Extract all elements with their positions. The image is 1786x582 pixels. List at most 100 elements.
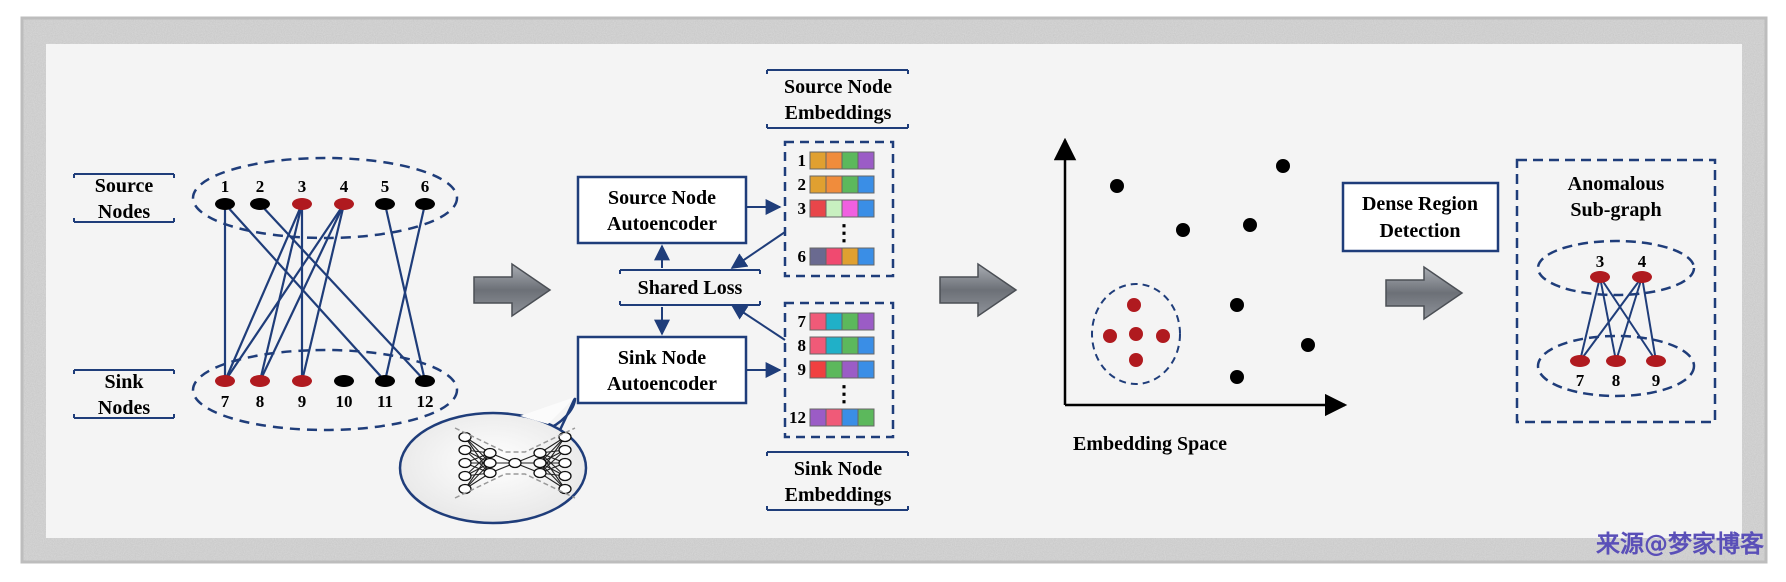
network-neuron — [458, 457, 472, 469]
graph-edge — [300, 203, 346, 382]
embedding-row: 12 — [789, 408, 875, 427]
graph-node — [415, 198, 435, 210]
source-embeddings-title-line1: Source Node — [784, 76, 892, 98]
graph-node — [250, 198, 270, 210]
anomalous-edge — [1599, 276, 1617, 362]
embedding-cell — [825, 312, 843, 331]
embedding-cell — [841, 199, 859, 218]
embedding-cell — [825, 175, 843, 194]
anomalous-node — [1606, 355, 1626, 367]
embedding-cell — [857, 336, 875, 355]
embedding-row-id: 12 — [789, 408, 806, 427]
graph-node-label: 1 — [221, 177, 230, 196]
embedding-row-id: 2 — [798, 175, 807, 194]
network-neuron — [533, 467, 547, 479]
source-autoencoder-line1: Source Node — [608, 187, 716, 209]
graph-node — [375, 198, 395, 210]
embedding-row: 8 — [798, 336, 875, 355]
frame-inner-panel — [46, 44, 1742, 538]
embedding-cell — [841, 175, 859, 194]
anomalous-title-line1: Anomalous — [1568, 173, 1665, 195]
graph-node — [375, 375, 395, 387]
embedding-point — [1276, 159, 1290, 173]
anomalous-title-line2: Sub-graph — [1570, 199, 1661, 221]
source-embedding-rows: 1 2 3 6 — [798, 151, 875, 266]
network-neuron — [483, 457, 497, 469]
embedding-cell — [809, 360, 827, 379]
embedding-row-id: 7 — [798, 312, 807, 331]
sink-autoencoder-line1: Sink Node — [618, 347, 706, 369]
embedding-row: 7 — [798, 312, 875, 331]
anomalous-edge — [1579, 276, 1601, 362]
autoencoder-network-bubble — [398, 397, 588, 525]
graph-node-label: 7 — [221, 392, 230, 411]
anomalous-node — [1632, 271, 1652, 283]
sink-embeddings-title-line2: Embeddings — [785, 484, 892, 506]
autoencoder-connectors — [654, 199, 786, 378]
network-neuron — [558, 444, 572, 456]
embedding-point — [1243, 218, 1257, 232]
graph-node — [215, 375, 235, 387]
embedding-point — [1301, 338, 1315, 352]
embedding-cell — [809, 247, 827, 266]
graph-node-label: 11 — [377, 392, 393, 411]
embedding-cell — [825, 247, 843, 266]
network-neuron — [533, 447, 547, 459]
embedding-cell — [857, 151, 875, 170]
watermark: 来源@梦家博客 — [1596, 530, 1765, 558]
anomalous-point — [1103, 329, 1117, 343]
autoencoder-section: Source Node Autoencoder Shared Loss Sink… — [398, 175, 786, 525]
network-neuron — [558, 431, 572, 443]
source-embeddings-table — [783, 140, 895, 278]
embedding-row: 2 — [798, 175, 875, 194]
embedding-cell — [825, 360, 843, 379]
graph-edges — [223, 203, 427, 382]
network-neuron — [458, 483, 472, 495]
anomalous-node-label: 3 — [1596, 252, 1605, 271]
anomalous-point — [1129, 327, 1143, 341]
textured-frame — [20, 16, 1768, 564]
embedding-cell — [857, 175, 875, 194]
embedding-point — [1230, 298, 1244, 312]
embedding-cell — [857, 360, 875, 379]
anomalous-node-label: 4 — [1638, 252, 1647, 271]
sink-nodes-group — [191, 348, 459, 432]
embedding-cell — [825, 336, 843, 355]
embedding-row: 1 — [798, 151, 875, 170]
embedding-cell — [809, 408, 827, 427]
graph-node — [215, 198, 235, 210]
graph-edge — [258, 203, 304, 382]
sink-autoencoder-box: Sink Node Autoencoder — [576, 335, 748, 405]
anomalous-edge — [1579, 276, 1643, 362]
embedding-point — [1176, 223, 1190, 237]
network-neuron — [458, 470, 472, 482]
embedding-cell — [857, 312, 875, 331]
embedding-cell — [841, 336, 859, 355]
source-embeddings-title: Source Node Embeddings — [766, 69, 909, 129]
graph-node — [334, 198, 354, 210]
shared-loss-label: Shared Loss — [638, 277, 743, 299]
sink-embedding-ellipsis: ⋮ — [833, 381, 855, 406]
graph-edge — [224, 203, 345, 382]
embedding-cell — [841, 151, 859, 170]
graph-node — [292, 198, 312, 210]
anomalous-edge — [1641, 276, 1657, 362]
anomalous-node-label: 7 — [1576, 371, 1585, 390]
source-nodes-group — [191, 156, 459, 240]
network-neuron — [558, 470, 572, 482]
embedding-row-id: 8 — [798, 336, 807, 355]
embedding-space-label: Embedding Space — [1073, 433, 1227, 455]
anomalous-point — [1127, 298, 1141, 312]
embedding-row: 3 — [798, 199, 875, 218]
pipeline-arrow — [473, 262, 552, 318]
anomalous-node — [1646, 355, 1666, 367]
graph-edge — [259, 203, 426, 382]
embedding-row: 6 — [798, 247, 875, 266]
embedding-cell — [841, 408, 859, 427]
network-neuron — [483, 467, 497, 479]
graph-node — [250, 375, 270, 387]
